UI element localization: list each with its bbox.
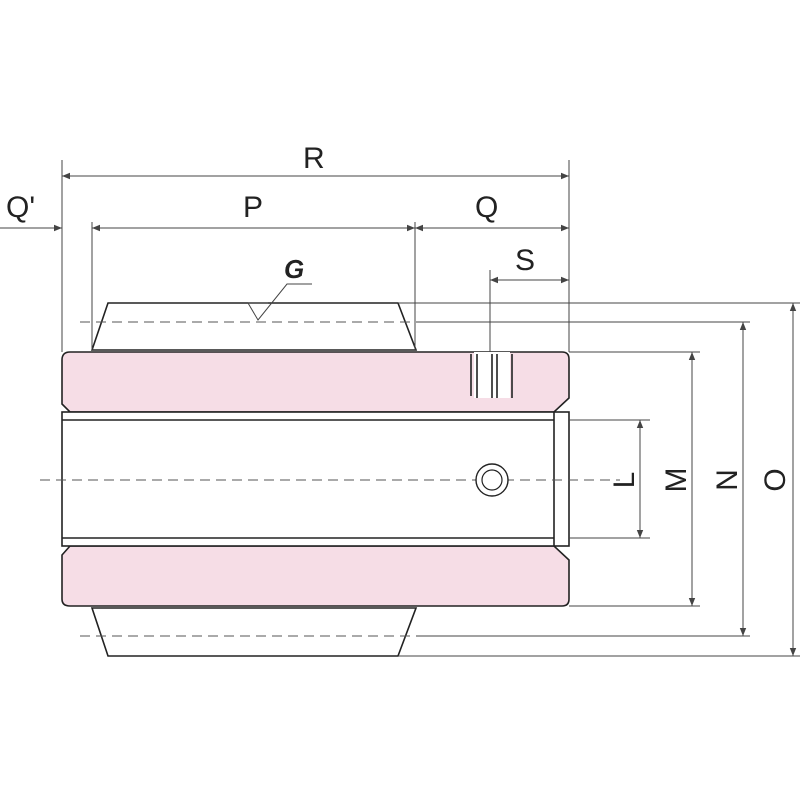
label-m: M <box>660 468 693 493</box>
label-q-prime: Q' <box>6 191 35 224</box>
surface-finish-symbol <box>247 283 312 321</box>
label-p: P <box>243 191 263 224</box>
label-g: G <box>284 254 304 284</box>
label-o: O <box>759 468 792 491</box>
lower-flange <box>90 607 418 657</box>
upper-flange <box>90 302 418 351</box>
label-q: Q <box>475 191 498 224</box>
label-l: L <box>608 472 641 489</box>
lower-section <box>61 545 570 607</box>
hole-circle <box>475 463 509 497</box>
label-n: N <box>711 469 744 491</box>
label-r: R <box>303 142 325 175</box>
label-s: S <box>515 244 535 277</box>
lube-hole <box>470 352 513 398</box>
